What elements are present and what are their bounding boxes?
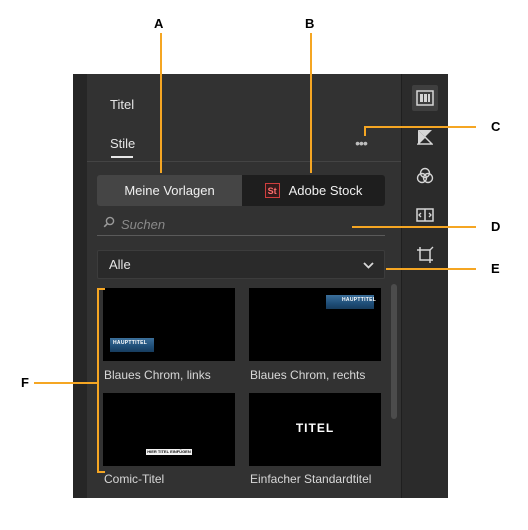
nav-stile[interactable]: Stile — [110, 136, 136, 151]
template-preview-text: HAUPTTITEL — [113, 340, 148, 346]
callout-bracket-f — [97, 288, 99, 473]
adobe-stock-logo-icon: St — [264, 183, 280, 198]
callout-line-f — [34, 382, 98, 384]
crop-icon[interactable] — [412, 242, 438, 268]
tab-adobe-stock[interactable]: St Adobe Stock — [242, 175, 385, 206]
callout-label-a: A — [154, 16, 164, 31]
template-preview-text: HIER TITEL EINFÜGEN — [146, 449, 192, 455]
template-thumbnail[interactable]: HIER TITEL EINFÜGEN — [103, 393, 235, 466]
more-options-button[interactable]: ••• — [355, 135, 368, 151]
search-input[interactable] — [121, 216, 361, 232]
search-field[interactable] — [97, 213, 385, 236]
callout-label-d: D — [491, 219, 501, 234]
template-preview-bar — [110, 338, 154, 352]
callout-label-b: B — [305, 16, 315, 31]
nav-divider — [87, 161, 401, 162]
right-toolbar — [401, 74, 448, 498]
template-thumbnail[interactable]: TITEL — [249, 393, 381, 466]
panel-edge — [73, 74, 87, 498]
template-preview-bar — [326, 295, 374, 309]
adjust-icon[interactable] — [412, 202, 438, 228]
tab-meine-vorlagen[interactable]: Meine Vorlagen — [97, 175, 242, 206]
template-preview-text: TITEL — [295, 421, 335, 435]
template-label: Blaues Chrom, rechts — [250, 368, 366, 382]
filter-dropdown[interactable]: Alle — [97, 250, 385, 279]
color-effects-icon[interactable] — [412, 163, 438, 189]
template-preview-text: HAUPTTITEL — [342, 297, 377, 303]
filter-dropdown-value: Alle — [109, 257, 131, 272]
callout-label-c: C — [491, 119, 501, 134]
chevron-down-icon — [363, 256, 374, 274]
scrollbar[interactable] — [391, 284, 397, 419]
template-label: Einfacher Standardtitel — [250, 472, 372, 486]
template-thumbnail[interactable]: HAUPTTITEL — [249, 288, 381, 361]
nav-stile-underline — [111, 156, 133, 158]
search-icon — [103, 215, 115, 233]
callout-bracket-f-bottom — [97, 471, 105, 473]
titles-icon[interactable] — [412, 85, 438, 111]
template-thumbnail[interactable]: HAUPTTITEL — [103, 288, 235, 361]
template-label: Comic-Titel — [104, 472, 165, 486]
transitions-icon[interactable] — [412, 124, 438, 150]
callout-line-e — [386, 268, 476, 270]
callout-line-c-tick — [364, 126, 366, 136]
tab-adobe-stock-label: Adobe Stock — [288, 183, 363, 198]
callout-label-e: E — [491, 261, 500, 276]
nav-titel[interactable]: Titel — [110, 97, 135, 112]
callout-line-a — [160, 33, 162, 173]
tab-meine-vorlagen-label: Meine Vorlagen — [124, 183, 215, 198]
callout-line-b — [310, 33, 312, 173]
callout-line-c — [364, 126, 476, 128]
callout-line-d — [352, 226, 476, 228]
callout-bracket-f-top — [97, 288, 105, 290]
template-label: Blaues Chrom, links — [104, 368, 211, 382]
callout-label-f: F — [21, 375, 29, 390]
